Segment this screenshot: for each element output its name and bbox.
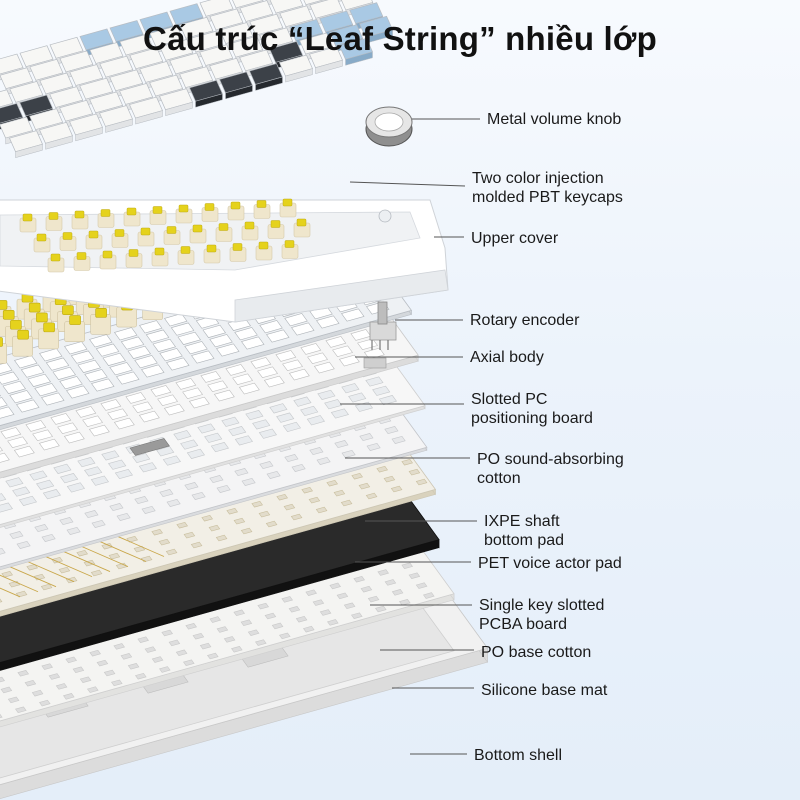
label-upper-cover: Upper cover [471,230,559,247]
leader-lines [340,118,480,755]
label-pet-pad: PET voice actor pad [478,555,622,572]
label-po-base-cotton: PO base cotton [481,644,592,661]
upper-cover [0,198,449,323]
leader-line-2 [349,181,466,187]
keycap-set [0,0,394,159]
label-axial-body: Axial body [470,349,544,366]
label-metal-volume-knob: Metal volume knob [487,111,622,128]
diagram-title: Cấu trúc “Leaf String” nhiều lớp [143,20,657,57]
label-rotary-encoder: Rotary encoder [470,312,580,329]
label-silicone-mat: Silicone base mat [481,682,608,699]
rotary-encoder [363,301,397,369]
metal-volume-knob [365,106,413,147]
label-bottom-shell: Bottom shell [474,747,563,764]
